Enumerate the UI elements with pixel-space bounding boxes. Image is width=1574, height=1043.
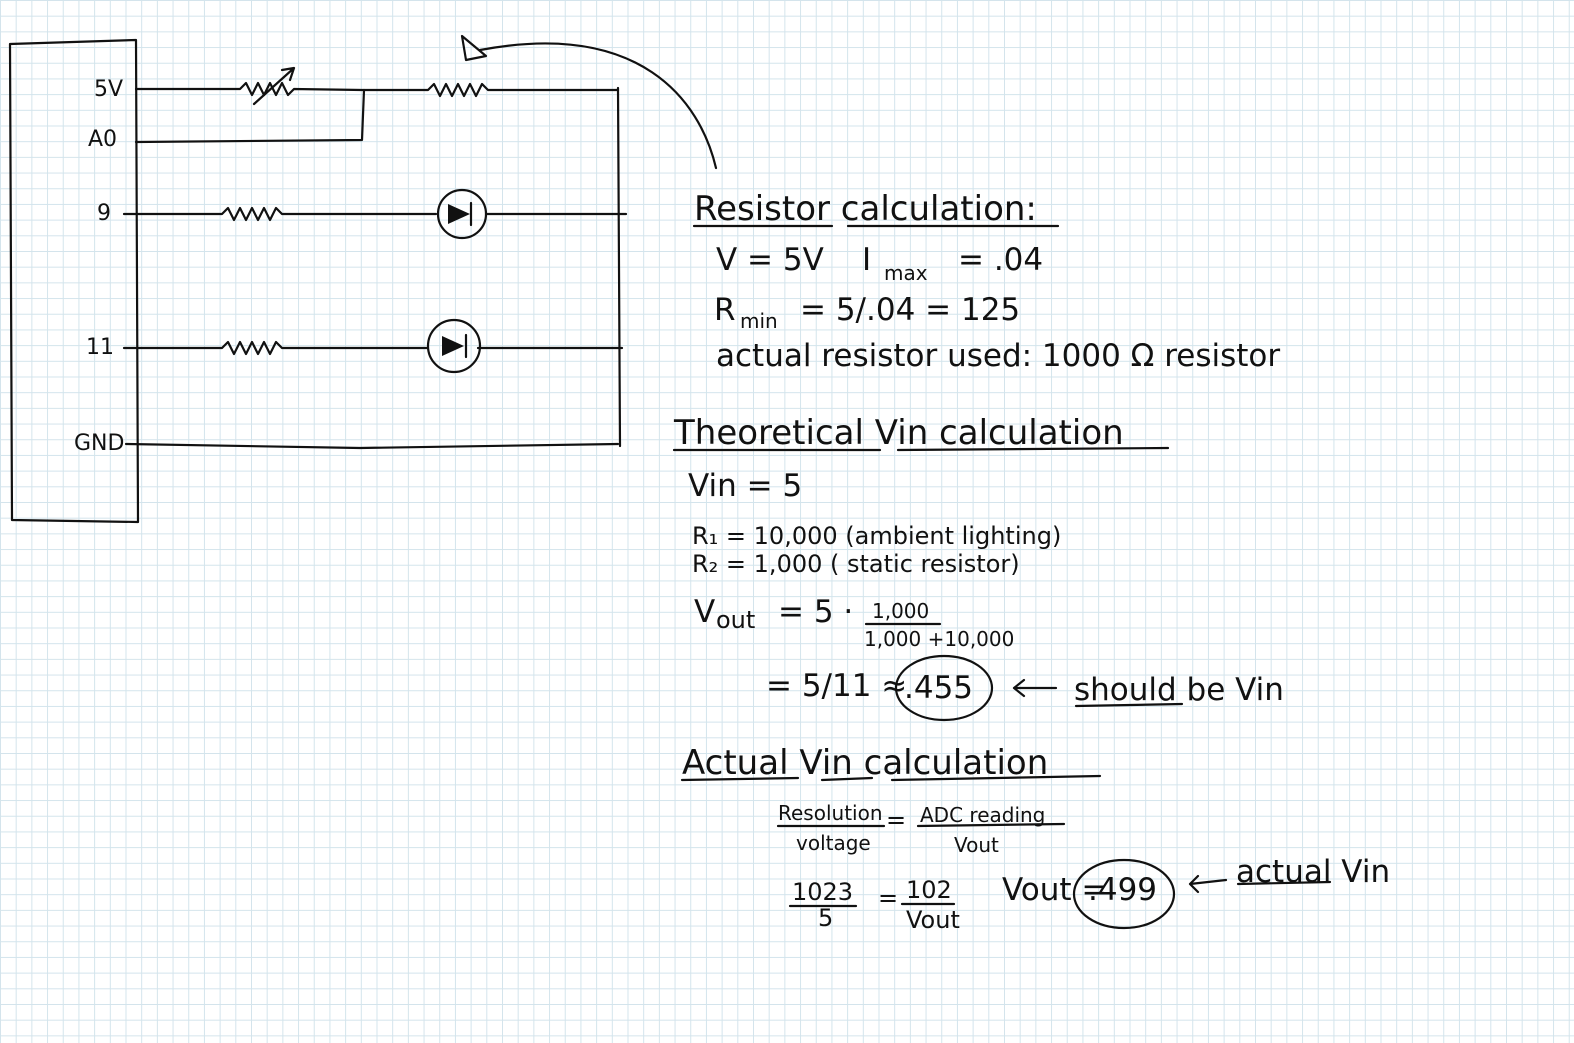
actual-title: Actual Vin calculation [682,743,1048,783]
theoretical-vin-calculation: Theoretical Vin calculation Vin = 5 R₁ =… [672,413,1284,722]
resistor-voltage: V = 5V [716,242,824,278]
actual-vout-value: .499 [1088,872,1157,908]
led-11-symbol [442,336,464,356]
wire-pin-9 [122,206,628,222]
resistor-rmin-value: = 5/.04 = 125 [800,292,1020,328]
actual-vin-calculation: Actual Vin calculation Resolution voltag… [680,743,1390,934]
wire-pin-11 [122,340,624,356]
theoretical-arrow [1012,678,1058,698]
actual-vout-eq: Vout = [1002,872,1107,908]
right-rail [616,86,622,448]
theoretical-vout-label: V [694,594,715,630]
pin-label-5v: 5V [94,77,123,102]
resistor-rmin-sub: min [740,309,778,333]
theoretical-vout-eq: = 5 · [778,594,853,630]
theoretical-result-circle [894,654,994,722]
circuit-diagram: 5V A0 9 11 GND [8,34,718,524]
led-9-symbol [448,204,470,224]
actual-result-circle [1072,858,1176,930]
theoretical-result-value: .455 [904,670,973,706]
actual-adc-bottom: Vout [954,833,999,857]
resistor-actual-used: actual resistor used: 1000 Ω resistor [716,338,1280,374]
resistor-current-label: I [862,242,871,278]
actual-res-top: Resolution [778,801,883,825]
resistor-calculation: Resistor calculation: V = 5V I max = .04… [692,189,1280,374]
theoretical-result-note: should be Vin [1074,672,1284,708]
actual-frac2-den: Vout [906,906,960,934]
actual-eq-sign2: = [878,884,898,912]
actual-frac1-num: 1023 [792,878,853,906]
pin-label-a0: A0 [88,127,117,152]
theoretical-result-prefix: = 5/11 ≈ [766,668,907,704]
theoretical-r2: R₂ = 1,000 ( static resistor) [692,550,1020,578]
theoretical-vin: Vin = 5 [688,468,802,504]
pin-label-9: 9 [97,201,111,226]
pin-label-11: 11 [86,335,114,360]
actual-frac1-den: 5 [818,904,833,932]
photoresistor-arrow [252,66,296,106]
actual-res-bottom: voltage [796,831,871,855]
actual-frac2-num: 102 [906,876,952,904]
actual-arrow [1188,874,1228,894]
theoretical-frac-num: 1,000 [872,599,929,623]
arduino-board [8,38,140,524]
resistor-current-sub: max [884,261,928,285]
theoretical-frac-den: 1,000 +10,000 [864,627,1014,651]
actual-adc-top: ADC reading [920,803,1045,827]
wire-5v [134,81,620,98]
pointer-arrow [478,42,718,170]
theoretical-vout-sub: out [716,606,755,634]
theoretical-r1: R₁ = 10,000 (ambient lighting) [692,522,1061,550]
led-11-circle [426,318,482,374]
actual-eq-sign: = [886,806,906,834]
resistor-current-value: = .04 [958,242,1043,278]
resistor-rmin-label: R [714,292,736,328]
wire-a0 [134,88,366,144]
led-9-circle [436,188,488,240]
theoretical-title: Theoretical Vin calculation [673,413,1124,453]
resistor-title: Resistor calculation: [694,189,1037,229]
pin-label-gnd: GND [74,431,124,456]
wire-gnd [124,442,620,450]
